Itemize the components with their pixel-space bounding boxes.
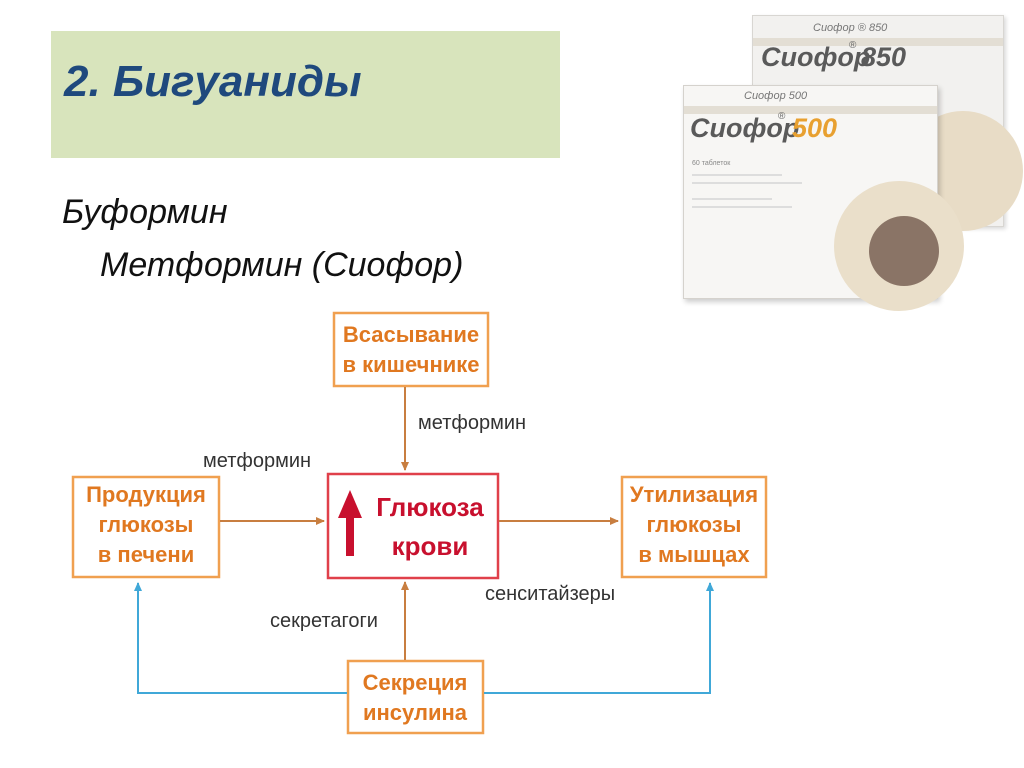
- insulin-to-liver-arrow: [134, 582, 347, 694]
- package-850-brand: Сиофор: [761, 42, 871, 72]
- metformin-label-top: метформин: [418, 412, 526, 434]
- absorption-line-2: в кишечнике: [342, 352, 479, 377]
- insulin-secretion-box: [346, 659, 485, 735]
- liver-production-box: [71, 475, 221, 579]
- secretagogues-label: секретагоги: [270, 610, 378, 632]
- package-850-band: [753, 38, 1003, 46]
- drug-metformin: Метформин (Сиофор): [100, 246, 464, 284]
- package-500-band: [684, 106, 937, 114]
- absorption-box: [332, 311, 490, 388]
- blood-glucose-box: [326, 472, 500, 580]
- insulin-line-1: Секреция: [363, 670, 468, 695]
- glucose-line-1: Глюкоза: [376, 492, 484, 522]
- registered-mark-icon: ®: [778, 111, 786, 122]
- insulin-to-muscle-arrow: [484, 582, 714, 694]
- liver-line-2: глюкозы: [99, 512, 194, 537]
- up-arrow-icon: [338, 490, 362, 556]
- muscle-line-3: в мышцах: [638, 542, 750, 567]
- package-500-dose: 500: [792, 113, 838, 143]
- title-banner: 2. Бигуаниды: [51, 31, 560, 158]
- liver-line-3: в печени: [98, 542, 194, 567]
- package-500-textline: [692, 174, 782, 176]
- package-850-corner-label: Сиофор ® 850: [813, 22, 888, 34]
- siofor-500-package: Сиофор 500 Сиофор ® 500 60 таблеток: [683, 85, 964, 311]
- package-500-textline: [692, 198, 772, 200]
- package-500-count: 60 таблеток: [692, 160, 731, 167]
- package-500-corner-label: Сиофор 500: [744, 90, 808, 102]
- absorption-line-1: Всасывание: [343, 322, 479, 347]
- insulin-line-2: инсулина: [363, 700, 468, 725]
- glucose-line-2: крови: [392, 531, 469, 561]
- metformin-label-left: метформин: [203, 450, 311, 472]
- package-500-textline: [692, 206, 792, 208]
- package-500-textline: [692, 182, 802, 184]
- registered-mark-icon: ®: [849, 40, 857, 51]
- package-500-swirl-dark: [869, 216, 939, 286]
- drug-buformin: Буформин: [62, 193, 228, 231]
- slide-title: 2. Бигуаниды: [64, 57, 362, 106]
- package-850-dose: 850: [861, 42, 907, 72]
- muscle-utilization-box: [620, 475, 768, 579]
- muscle-line-2: глюкозы: [647, 512, 742, 537]
- muscle-line-1: Утилизация: [630, 482, 758, 507]
- package-500-brand: Сиофор: [690, 113, 800, 143]
- sensitizers-label: сенситайзеры: [485, 583, 615, 605]
- liver-line-1: Продукция: [86, 482, 206, 507]
